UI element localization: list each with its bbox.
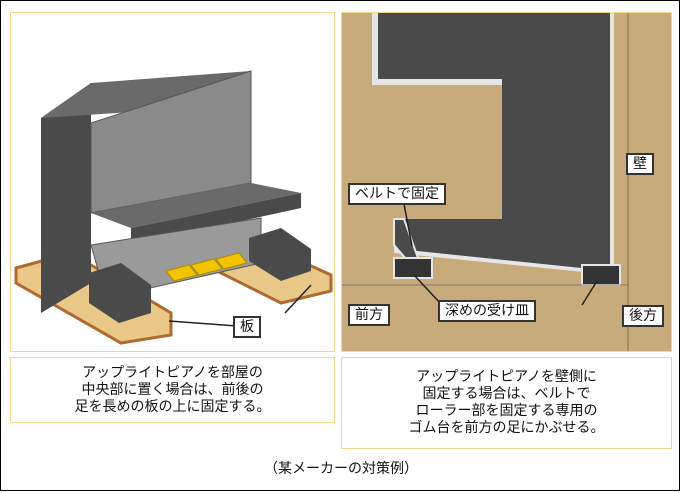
front-left-leg xyxy=(89,263,151,323)
left-caption: アップライトピアノを部屋の 中央部に置く場合は、前後の 足を長めの板の上に固定す… xyxy=(10,357,335,423)
board-label: 板 xyxy=(233,316,261,338)
wall xyxy=(628,13,671,351)
rear-right-leg xyxy=(249,228,311,281)
tray-label: 深めの受け皿 xyxy=(438,300,536,322)
right-illustration-panel: ベルトで固定 壁 前方 深めの受け皿 後方 xyxy=(341,12,672,352)
right-caption: アップライトピアノを壁側に 固定する場合は、ベルトで ローラー部を固定する専用の… xyxy=(341,357,672,449)
footnote: （某メーカーの対策例） xyxy=(264,461,418,477)
tray-leader-rear xyxy=(581,280,598,306)
tray-leader-front xyxy=(413,274,443,306)
pedal-3 xyxy=(215,252,248,270)
piano-key-shelf xyxy=(91,183,301,228)
belt-label: ベルトで固定 xyxy=(348,183,446,205)
belt-leader xyxy=(403,203,413,247)
piano-body xyxy=(378,13,610,271)
pedal-1 xyxy=(165,264,198,282)
left-illustration-panel: 板 xyxy=(10,12,335,352)
leader-line-rear xyxy=(284,284,312,314)
pedal-2 xyxy=(190,258,223,276)
piano-side xyxy=(41,83,91,313)
wall-label: 壁 xyxy=(626,153,654,175)
front-label: 前方 xyxy=(348,304,390,326)
rear-label: 後方 xyxy=(622,305,664,327)
piano-top xyxy=(41,71,251,118)
piano-on-board-illustration xyxy=(14,70,333,345)
piano-against-wall-illustration xyxy=(342,13,671,351)
rear-rubber-tray xyxy=(581,264,621,286)
leader-line-front xyxy=(168,320,238,327)
front-rubber-tray xyxy=(393,257,433,279)
